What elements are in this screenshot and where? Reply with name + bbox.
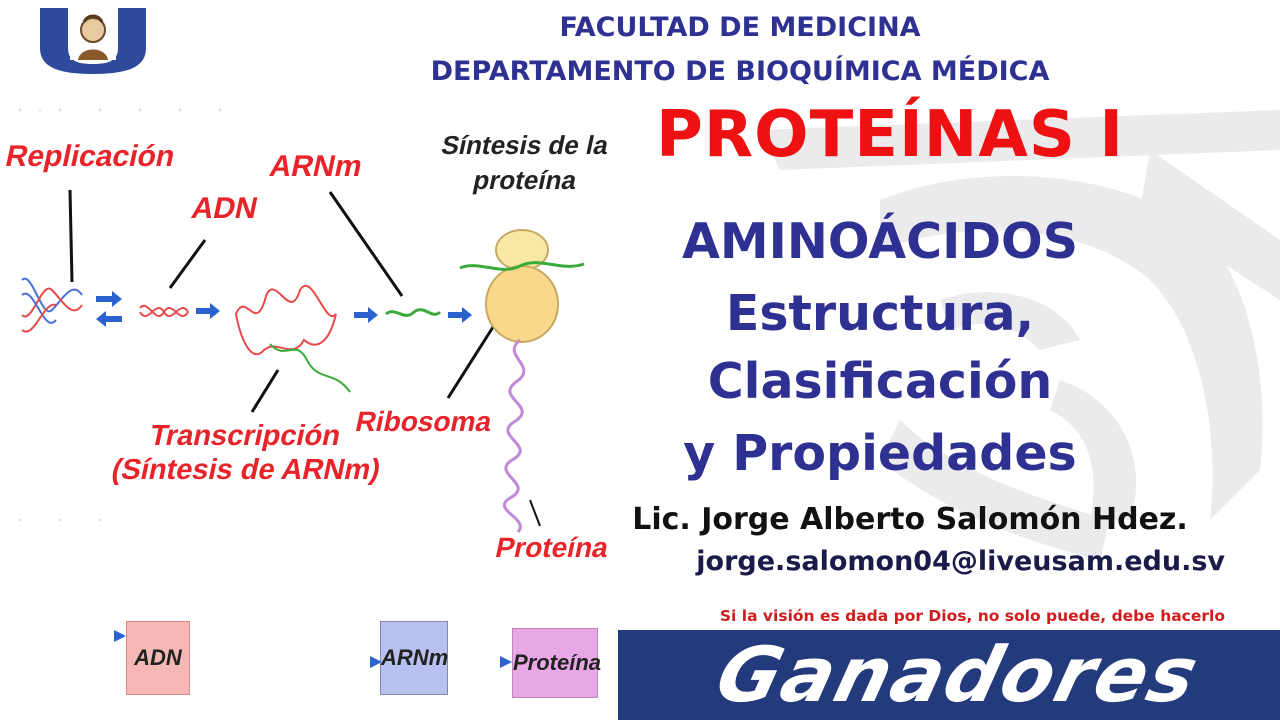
label-sintesis-line2: proteína [470, 165, 580, 195]
author-email[interactable]: jorge.salomon04@liveusam.edu.sv [696, 546, 1225, 577]
author-name: Lic. Jorge Alberto Salomón Hdez. [632, 502, 1188, 537]
flow-box-proteina: Proteína [512, 628, 602, 698]
motto-text: Si la visión es dada por Dios, no solo p… [719, 607, 1225, 625]
flow-box-proteina-label: Proteína [513, 650, 602, 675]
department-name: DEPARTAMENTO DE BIOQUÍMICA MÉDICA [430, 56, 1050, 87]
label-sintesis-line1: Síntesis de la [438, 130, 612, 160]
university-logo [40, 8, 146, 74]
flow-arrowhead-icon [114, 630, 126, 642]
label-transcripcion-line1: Transcripción [146, 420, 344, 452]
label-adn: ADN [188, 192, 261, 225]
label-ribosoma: Ribosoma [352, 406, 495, 437]
subtitle-line-2: Estructura, [725, 285, 1035, 342]
banner-text: Ganadores [708, 630, 1209, 719]
label-arnm: ARNm [266, 150, 366, 183]
protein-synthesis-diagram [18, 108, 585, 533]
flow-arrowhead-icon [370, 656, 382, 668]
subtitle-line-1: AMINOÁCIDOS [682, 213, 1078, 270]
flow-box-arnm-label: ARNm [381, 645, 449, 670]
subtitle-line-3: Clasificación [707, 353, 1053, 410]
label-replicacion: Replicación [2, 140, 179, 173]
flow-box-arnm: ARNm [380, 621, 448, 695]
page-title: PROTEÍNAS I [655, 98, 1125, 172]
label-transcripcion-line2: (Síntesis de ARNm) [108, 454, 384, 486]
label-proteina: Proteína [492, 532, 612, 563]
subtitle-line-4: y Propiedades [683, 425, 1077, 482]
faculty-name: FACULTAD DE MEDICINA [559, 12, 921, 43]
flow-arrowhead-icon [500, 656, 512, 668]
flow-box-adn-label: ADN [134, 645, 182, 670]
ganadores-banner: Ganadores [618, 630, 1280, 720]
flow-box-adn: ADN [126, 621, 190, 695]
